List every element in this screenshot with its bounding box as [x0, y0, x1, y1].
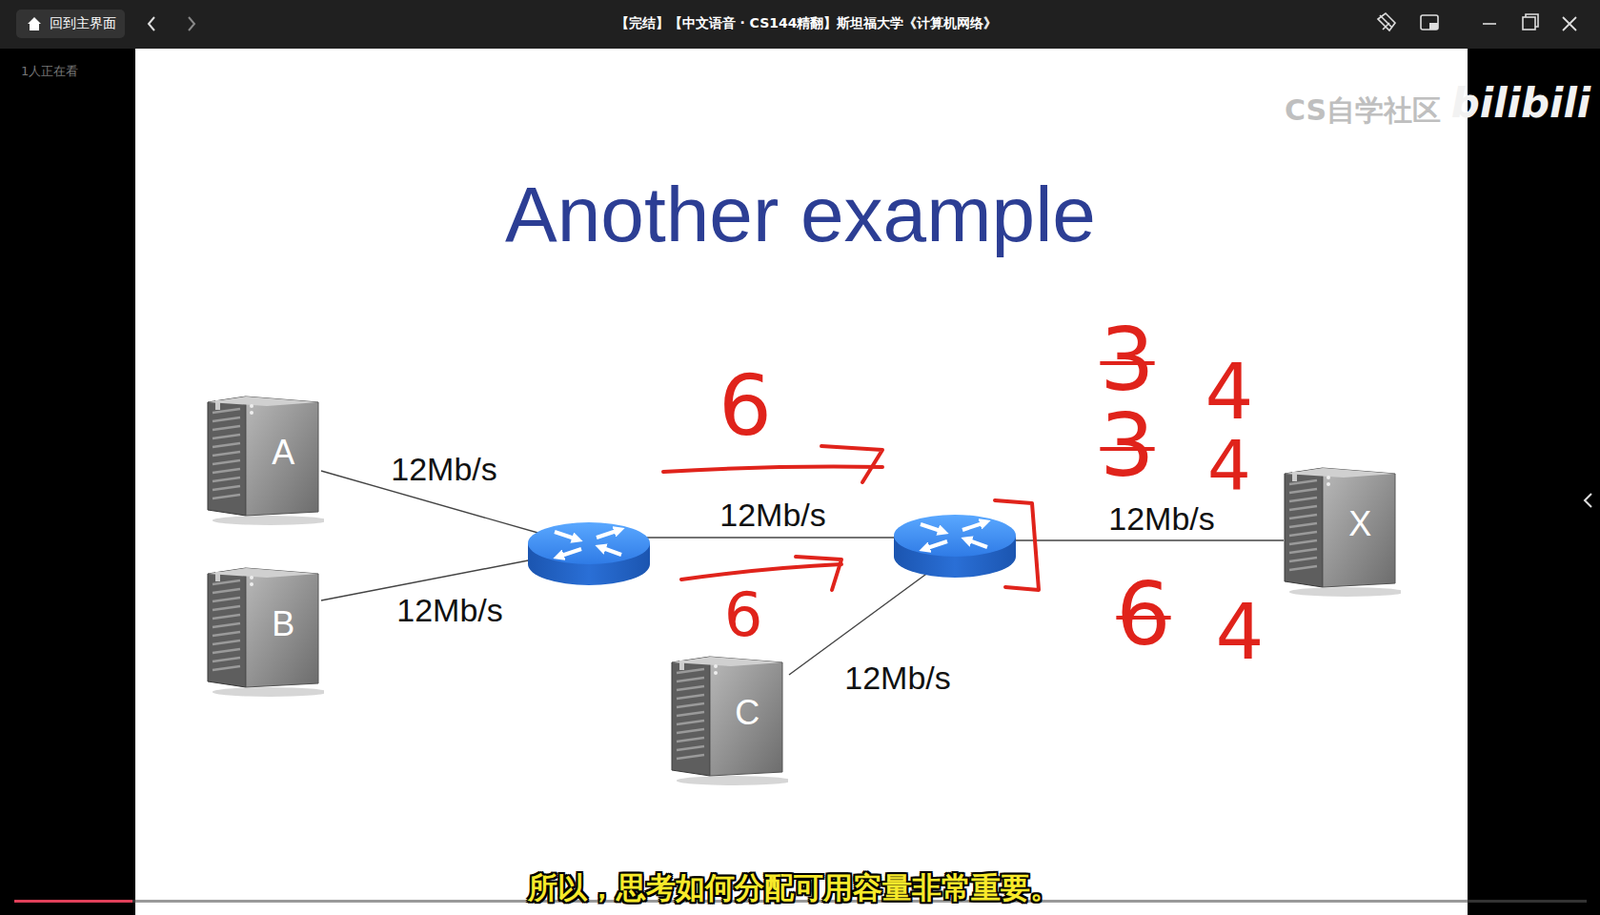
router-icon — [893, 514, 1016, 578]
watermark: bilibili — [1451, 80, 1592, 127]
server-name: A — [271, 435, 295, 470]
link-rate: 12Mb/s — [717, 498, 829, 533]
handwritten-number: 4 — [1205, 354, 1255, 431]
handwritten-number: 3 — [1099, 403, 1155, 489]
server-node: X — [1280, 464, 1401, 597]
toolbar-button: 回到主界面 — [49, 15, 117, 33]
title-bar — [0, 0, 1600, 49]
handwritten-number: 4 — [1215, 594, 1265, 671]
window-title: 【完结】【中文语音 · CS144精翻】斯坦福大学《计算机网络》 — [615, 15, 998, 33]
server-icon — [203, 564, 325, 697]
slide-title: Another example — [505, 175, 1096, 254]
link-rate: 12Mb/s — [394, 593, 506, 628]
server-node: A — [203, 392, 325, 526]
handwritten-number: 4 — [1207, 430, 1252, 500]
video-subtitle: 所以，思考如何分配可用容量非常重要。 — [527, 868, 1060, 909]
handwritten-number: 6 — [724, 584, 764, 646]
handwritten-annotations — [663, 445, 1039, 590]
handwritten-number: 3 — [1099, 317, 1155, 404]
server-name: X — [1348, 506, 1372, 542]
link-rate: 12Mb/s — [842, 661, 953, 696]
router-icon — [527, 522, 650, 586]
server-node: C — [668, 652, 789, 786]
server-node: B — [203, 564, 325, 697]
handwritten-number: 6 — [1115, 571, 1171, 658]
server-name: C — [734, 695, 760, 730]
network-links — [321, 470, 1284, 675]
handwritten-number: 6 — [718, 364, 772, 448]
link-rate: 12Mb/s — [1106, 502, 1217, 537]
server-icon — [668, 652, 789, 786]
slide — [135, 48, 1468, 915]
viewer-count: 1人正在看 — [20, 62, 79, 81]
server-icon — [1280, 464, 1401, 597]
watermark: CS自学社区 — [1284, 91, 1441, 131]
link-rate: 12Mb/s — [388, 452, 500, 487]
server-icon — [203, 392, 325, 526]
server-name: B — [271, 607, 295, 642]
